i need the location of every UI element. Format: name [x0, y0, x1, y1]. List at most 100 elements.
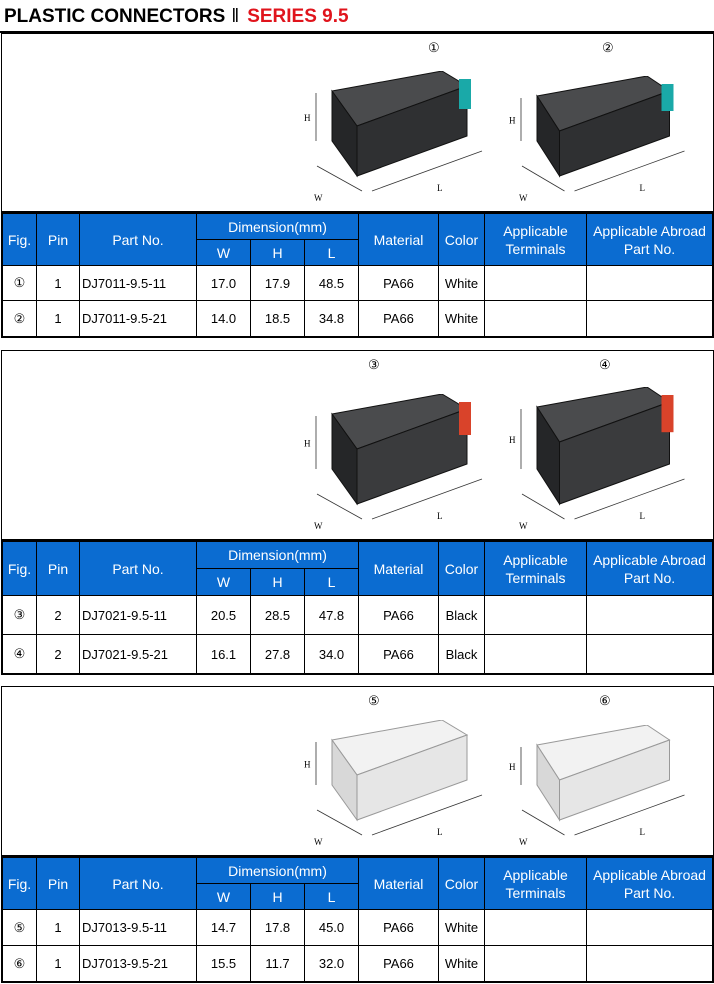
dim-label-l: L [640, 511, 646, 521]
header-pin: Pin [36, 213, 80, 266]
header-l: L [304, 883, 359, 910]
dim-label-h: H [509, 762, 516, 772]
title-main: PLASTIC CONNECTORS [4, 6, 226, 27]
connector-drawing: H W L [304, 71, 483, 203]
cell-w: 14.0 [196, 300, 251, 337]
cell-w: 16.1 [196, 634, 251, 674]
header-part-no: Part No. [79, 541, 197, 596]
header-fig: Fig. [2, 857, 37, 910]
page-title: PLASTIC CONNECTORS‖SERIES 9.5 [4, 6, 349, 28]
cell-material: PA66 [358, 265, 439, 301]
cell-h: 11.7 [250, 945, 305, 982]
header-part-no: Part No. [79, 857, 197, 910]
cell-l: 32.0 [304, 945, 359, 982]
cell-h: 27.8 [250, 634, 305, 674]
header-l: L [304, 239, 359, 266]
cell-color: White [438, 945, 485, 982]
cell-h: 17.8 [250, 909, 305, 946]
cell-fig: ② [2, 300, 37, 337]
header-color: Color [438, 857, 485, 910]
cell-part: DJ7021-9.5-11 [79, 595, 197, 635]
cell-material: PA66 [358, 634, 439, 674]
cell-terminals [484, 909, 587, 946]
cell-part: DJ7011-9.5-11 [79, 265, 197, 301]
dim-label-h: H [509, 435, 516, 445]
cell-fig: ③ [2, 595, 37, 635]
header-color: Color [438, 541, 485, 596]
figure-number: ⑤ [368, 693, 380, 708]
cell-l: 48.5 [304, 265, 359, 301]
header-w: W [196, 883, 251, 910]
header-w: W [196, 239, 251, 266]
cell-terminals [484, 945, 587, 982]
cell-part: DJ7013-9.5-11 [79, 909, 197, 946]
cell-fig: ④ [2, 634, 37, 674]
header-material: Material [358, 857, 439, 910]
header-h: H [250, 239, 305, 266]
dim-label-l: L [640, 827, 646, 837]
cell-color: White [438, 265, 485, 301]
dim-label-w: W [519, 837, 528, 847]
cell-abroad [586, 945, 713, 982]
header-fig: Fig. [2, 213, 37, 266]
header-material: Material [358, 213, 439, 266]
cell-pin: 1 [36, 300, 80, 337]
cell-abroad [586, 300, 713, 337]
header-h: H [250, 883, 305, 910]
cell-pin: 1 [36, 909, 80, 946]
cell-material: PA66 [358, 909, 439, 946]
figure-panel: H W L ⑤ H W L ⑥ [2, 687, 713, 857]
dim-label-h: H [304, 113, 311, 123]
figure-number: ④ [599, 357, 611, 372]
cell-color: White [438, 300, 485, 337]
figure-number: ② [602, 40, 614, 55]
dim-label-l: L [640, 183, 646, 193]
cell-w: 17.0 [196, 265, 251, 301]
header-abroad-part-no: Applicable Abroad Part No. [586, 541, 713, 596]
title-rule [0, 31, 714, 33]
cell-pin: 2 [36, 595, 80, 635]
cell-h: 18.5 [250, 300, 305, 337]
figure-panel: H W L ① H W L ② [2, 34, 713, 213]
cell-l: 34.8 [304, 300, 359, 337]
header-dimension: Dimension(mm) [196, 541, 359, 569]
cell-fig: ① [2, 265, 37, 301]
cell-w: 14.7 [196, 909, 251, 946]
connector-drawing: H W L [304, 394, 483, 531]
dim-label-h: H [304, 760, 311, 770]
cell-terminals [484, 595, 587, 635]
cell-abroad [586, 634, 713, 674]
figure-panel: H W L ③ H W L ④ [2, 351, 713, 541]
latch-tab [459, 402, 471, 435]
cell-l: 45.0 [304, 909, 359, 946]
dim-label-l: L [437, 183, 443, 193]
cell-terminals [484, 634, 587, 674]
cell-color: Black [438, 595, 485, 635]
header-terminals: Applicable Terminals [484, 213, 587, 266]
header-material: Material [358, 541, 439, 596]
dim-label-w: W [314, 521, 323, 531]
cell-abroad [586, 595, 713, 635]
dim-label-l: L [437, 511, 443, 521]
cell-l: 47.8 [304, 595, 359, 635]
header-fig: Fig. [2, 541, 37, 596]
connector-drawing: H W L [509, 76, 685, 203]
cell-fig: ⑥ [2, 945, 37, 982]
cell-terminals [484, 265, 587, 301]
cell-part: DJ7021-9.5-21 [79, 634, 197, 674]
header-w: W [196, 568, 251, 596]
cell-color: Black [438, 634, 485, 674]
cell-pin: 1 [36, 265, 80, 301]
cell-material: PA66 [358, 300, 439, 337]
header-abroad-part-no: Applicable Abroad Part No. [586, 857, 713, 910]
figure-number: ① [428, 40, 440, 55]
cell-abroad [586, 265, 713, 301]
dim-label-h: H [304, 439, 311, 449]
figure-number: ⑥ [599, 693, 611, 708]
